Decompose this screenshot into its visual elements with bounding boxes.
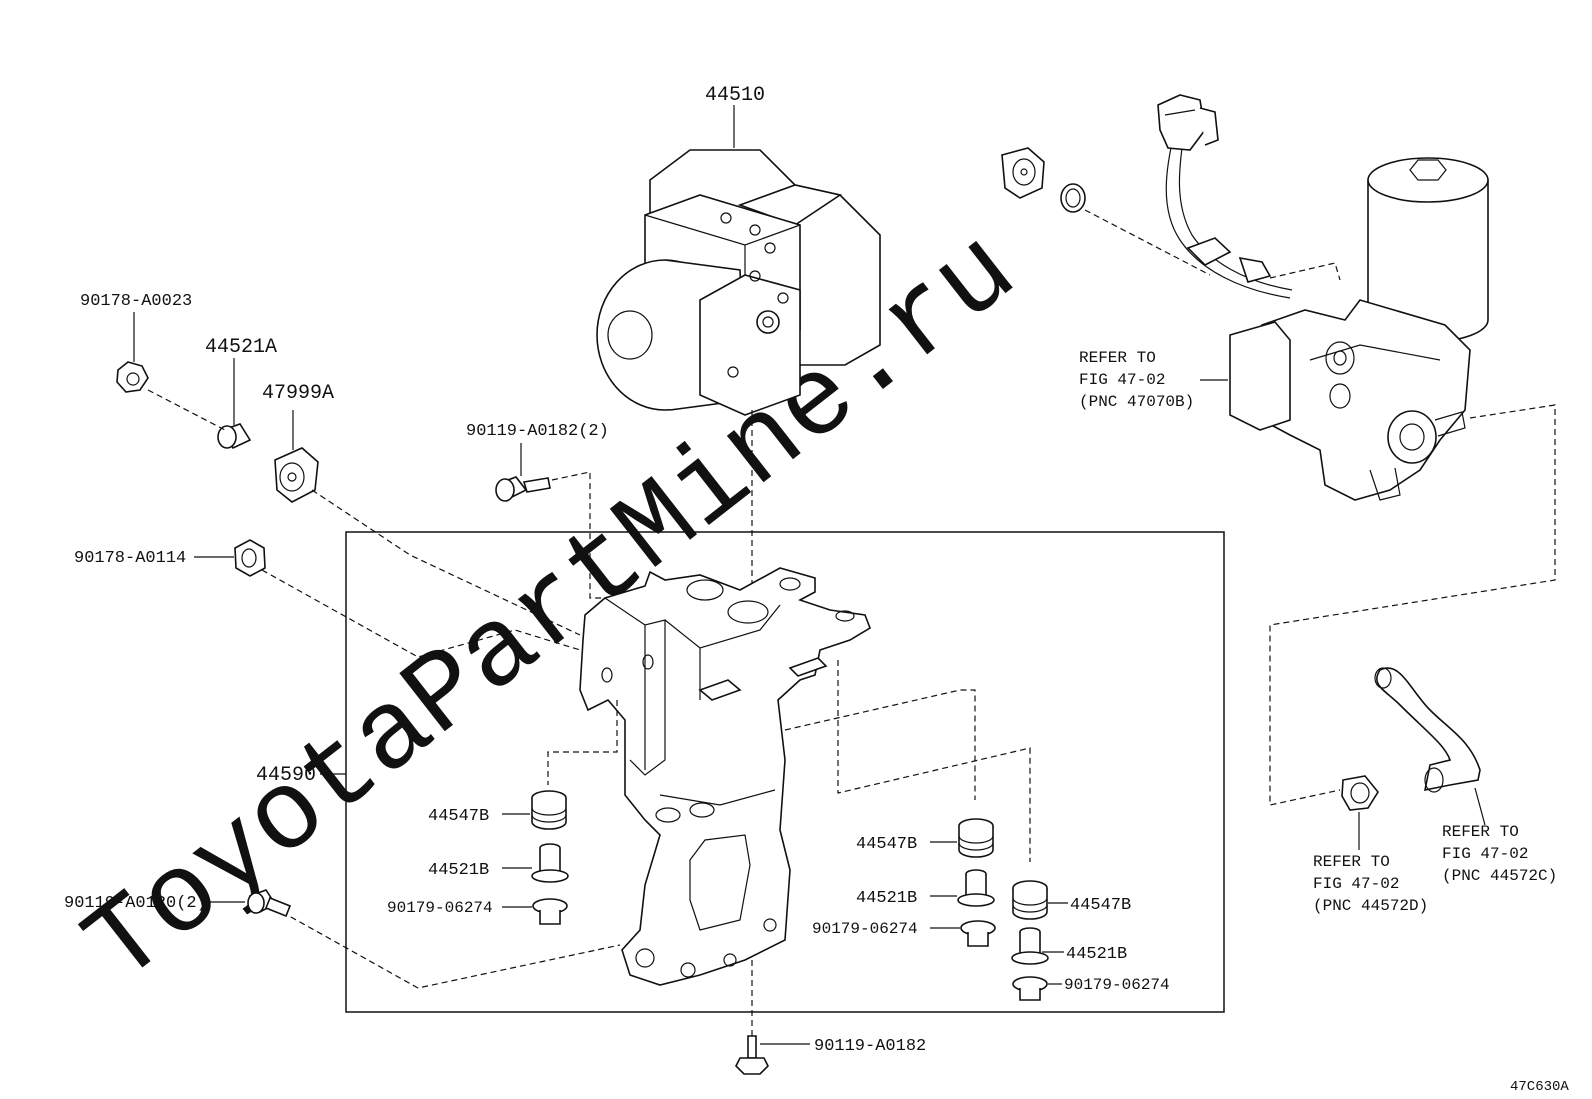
nut-90178-a0114[interactable]: [234, 539, 266, 577]
label-44521b-left: 44521B: [428, 861, 489, 880]
bolt-90119-a0120-2[interactable]: [247, 889, 292, 918]
label-90178-a0114: 90178-A0114: [74, 549, 186, 568]
label-90119-a0182-2: 90119-A0182(2): [466, 422, 609, 441]
figure-code: 47C630A: [1510, 1079, 1569, 1095]
label-90179-06274-left: 90179-06274: [387, 899, 493, 917]
bracket-44590[interactable]: [579, 567, 871, 986]
pump-cushion[interactable]: [1001, 147, 1045, 199]
label-47999a: 47999A: [262, 382, 334, 405]
collar-44521b-right[interactable]: [1011, 927, 1049, 965]
pump-motor-assembly[interactable]: [1157, 94, 1489, 501]
ref-clamp-line1: REFER TO: [1313, 853, 1390, 871]
ref-pump-line2: FIG 47-02: [1079, 371, 1165, 389]
bolt-90119-a0182-2[interactable]: [495, 476, 551, 502]
label-44510: 44510: [705, 84, 765, 107]
label-90179-06274-right: 90179-06274: [1064, 976, 1170, 994]
abs-actuator-44510[interactable]: [596, 149, 881, 416]
label-44547b-mid: 44547B: [856, 835, 917, 854]
ref-clamp-line2: FIG 47-02: [1313, 875, 1399, 893]
grommet-44547b-left[interactable]: [531, 790, 567, 830]
pump-ring[interactable]: [1060, 183, 1086, 213]
label-90119-a0182: 90119-A0182: [814, 1037, 926, 1056]
washer-90179-06274-left[interactable]: [532, 898, 568, 925]
label-44547b-right: 44547B: [1070, 896, 1131, 915]
grommet-44547b-right[interactable]: [1012, 880, 1048, 920]
grommet-44547b-mid[interactable]: [958, 818, 994, 858]
label-90119-a0120-2: 90119-A0120(2): [64, 894, 207, 913]
ref-pump-line3: (PNC 47070B): [1079, 393, 1194, 411]
hose[interactable]: [1374, 667, 1481, 793]
label-44521b-right: 44521B: [1066, 945, 1127, 964]
label-90178-a0023: 90178-A0023: [80, 292, 192, 311]
label-44521b-mid: 44521B: [856, 889, 917, 908]
ref-hose-line2: FIG 47-02: [1442, 845, 1528, 863]
ref-hose-line3: (PNC 44572C): [1442, 867, 1557, 885]
label-44521a: 44521A: [205, 336, 277, 359]
ref-pump-line1: REFER TO: [1079, 349, 1156, 367]
collar-44521b-mid[interactable]: [957, 869, 995, 907]
label-44590: 44590: [256, 764, 316, 787]
nut-90178-a0023[interactable]: [116, 361, 149, 393]
ref-hose-line1: REFER TO: [1442, 823, 1519, 841]
label-90179-06274-mid: 90179-06274: [812, 920, 918, 938]
bracket-assembly-frame: [345, 531, 1225, 1013]
collar-44521a[interactable]: [217, 423, 252, 450]
washer-90179-06274-mid[interactable]: [960, 920, 996, 947]
label-44547b-left: 44547B: [428, 807, 489, 826]
bolt-90119-a0182[interactable]: [735, 1035, 769, 1075]
washer-90179-06274-right[interactable]: [1012, 976, 1048, 1001]
ref-clamp-line3: (PNC 44572D): [1313, 897, 1428, 915]
collar-44521b-left[interactable]: [531, 843, 569, 883]
hose-clamp[interactable]: [1341, 775, 1379, 811]
cushion-47999a[interactable]: [274, 447, 319, 503]
